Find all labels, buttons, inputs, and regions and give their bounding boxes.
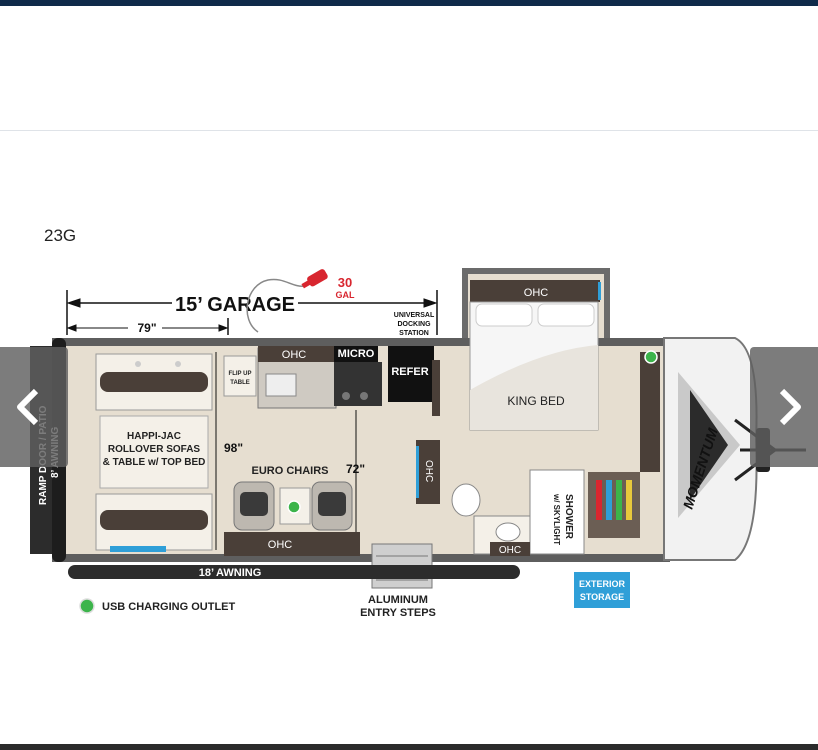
previous-image-button[interactable] bbox=[0, 347, 68, 467]
flip-up-line1: FLIP UP bbox=[229, 371, 252, 377]
steps-label-line1: ALUMINUM bbox=[368, 594, 428, 606]
chevron-left-icon bbox=[17, 388, 39, 426]
dimension-72: 72" bbox=[346, 462, 365, 476]
refer-label: REFER bbox=[391, 366, 428, 378]
exterior-storage-line2: STORAGE bbox=[580, 592, 624, 602]
sofa-top bbox=[95, 353, 213, 411]
top-header-bar bbox=[0, 0, 818, 6]
floorplan-image: 15’ GARAGE 79" 30 GAL UNIVERSAL DOCKING … bbox=[30, 268, 806, 619]
next-image-button[interactable] bbox=[750, 347, 818, 467]
dimension-98: 98" bbox=[224, 441, 243, 455]
king-bed bbox=[469, 301, 599, 431]
gas-pump-icon bbox=[301, 269, 328, 289]
sofa-label-line2: ROLLOVER SOFAS bbox=[108, 444, 201, 455]
usb-legend-label: USB CHARGING OUTLET bbox=[102, 601, 236, 613]
awning-18-bar bbox=[68, 565, 520, 579]
bath-ohc-label: OHC bbox=[423, 460, 434, 482]
docking-station-line2: DOCKING bbox=[397, 321, 431, 328]
header-divider bbox=[0, 130, 818, 131]
gas-amount: 30 bbox=[338, 275, 352, 290]
bathroom bbox=[416, 440, 640, 556]
vanity-ohc-label: OHC bbox=[499, 545, 521, 556]
king-bed-label: KING BED bbox=[507, 394, 565, 408]
bedroom-ohc-label: OHC bbox=[524, 287, 549, 299]
dimension-79: 79" bbox=[137, 321, 156, 335]
gas-hose bbox=[246, 278, 307, 333]
exterior-storage-line1: EXTERIOR bbox=[579, 579, 626, 589]
garage-dimension bbox=[66, 290, 438, 335]
garage-label: 15’ GARAGE bbox=[175, 294, 295, 316]
gas-unit: GAL bbox=[336, 290, 356, 300]
lounge-ohc-label: OHC bbox=[268, 539, 293, 551]
shower-label-line2: w/ SKYLIGHT bbox=[552, 493, 561, 545]
docking-station-line1: UNIVERSAL bbox=[394, 312, 435, 319]
euro-chairs bbox=[224, 481, 360, 556]
usb-outlet-dot-bedroom bbox=[644, 350, 658, 364]
model-label: 23G bbox=[44, 226, 77, 245]
docking-station-line3: STATION bbox=[399, 330, 429, 337]
front-wardrobe bbox=[640, 352, 660, 472]
flip-up-line2: TABLE bbox=[230, 380, 250, 386]
euro-chairs-label: EURO CHAIRS bbox=[251, 465, 328, 477]
sofa-label-line3: & TABLE w/ TOP BED bbox=[103, 457, 206, 468]
front-cap-logo bbox=[678, 372, 740, 518]
usb-outlet-dot bbox=[287, 500, 301, 514]
kitchen-ohc-label: OHC bbox=[282, 349, 307, 361]
bottom-bar bbox=[0, 744, 818, 750]
awning-18-label: 18’ AWNING bbox=[199, 567, 262, 579]
shower-label-line1: SHOWER bbox=[563, 494, 574, 540]
sofa-table bbox=[99, 415, 209, 489]
micro-label: MICRO bbox=[338, 348, 375, 360]
page-header-area bbox=[0, 6, 818, 130]
steps-label-line2: ENTRY STEPS bbox=[360, 607, 436, 619]
sofa-bottom bbox=[95, 493, 213, 552]
flip-up-table bbox=[223, 355, 257, 397]
sofa-label-line1: HAPPI-JAC bbox=[127, 431, 181, 442]
usb-legend-dot bbox=[79, 598, 95, 614]
exterior-storage-box bbox=[574, 572, 630, 608]
chevron-right-icon bbox=[779, 388, 801, 426]
kitchen-counter bbox=[257, 346, 440, 416]
